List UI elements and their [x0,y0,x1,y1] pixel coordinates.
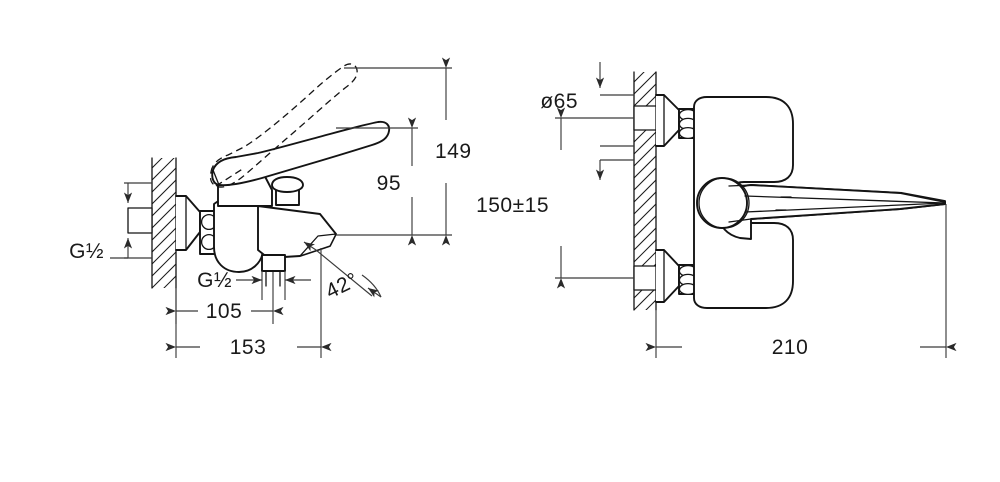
dimension-diameter-65-label: ø65 [540,90,578,113]
lever-hub-edge-upper [728,184,752,187]
dimension-153: 153 [165,248,332,359]
dimension-153-label: 153 [230,336,267,359]
dimension-210-label: 210 [772,336,809,359]
escutcheon-cone-upper [655,94,680,147]
lever-ghost-root [215,167,245,187]
front-elevation-view: ø65 150±15 210 [476,62,957,359]
dimension-150-tol-label: 150±15 [476,194,549,217]
side-elevation-view: 149 95 G½ [69,57,472,359]
lever-hub-inner-circle [698,177,750,229]
lever-root-edge [212,169,220,186]
lever-handle-open-ghost [209,63,358,188]
dimension-thread-lower: G½ [197,269,311,300]
lever-taper-edge [744,195,946,213]
dimension-95: 95 [336,117,418,246]
spout-body-side [257,205,337,259]
dimension-210: 210 [645,204,957,359]
shower-outlet-nipple [261,254,286,272]
inlet-pipe-stub-upper [633,105,657,131]
wall-section-hatch-right [634,72,656,310]
diverter-knob [271,176,304,193]
dimension-diameter-65: ø65 [540,62,634,147]
wall-section-hatch-left [152,158,176,288]
inlet-pipe-stub-lower [633,265,657,291]
dimension-42-deg-label: 42° [322,268,362,303]
lever-hub-edge-lower [728,218,752,223]
dimension-thread-lower-label: G½ [197,269,232,292]
dimension-149-label: 149 [435,140,472,163]
lever-handle-closed [211,120,391,187]
dimension-105-label: 105 [206,300,243,323]
dimension-thread-upper: G½ [69,182,152,263]
escutcheon-cone [175,195,201,251]
dimension-95-label: 95 [377,172,401,195]
mixer-body-side [213,196,264,273]
dimension-150-tol: 150±15 [476,107,634,289]
dimension-149: 149 [336,57,472,246]
inlet-pipe-stub [127,207,153,234]
dimension-thread-upper-label: G½ [69,240,104,263]
escutcheon-cone-lower [655,249,680,303]
